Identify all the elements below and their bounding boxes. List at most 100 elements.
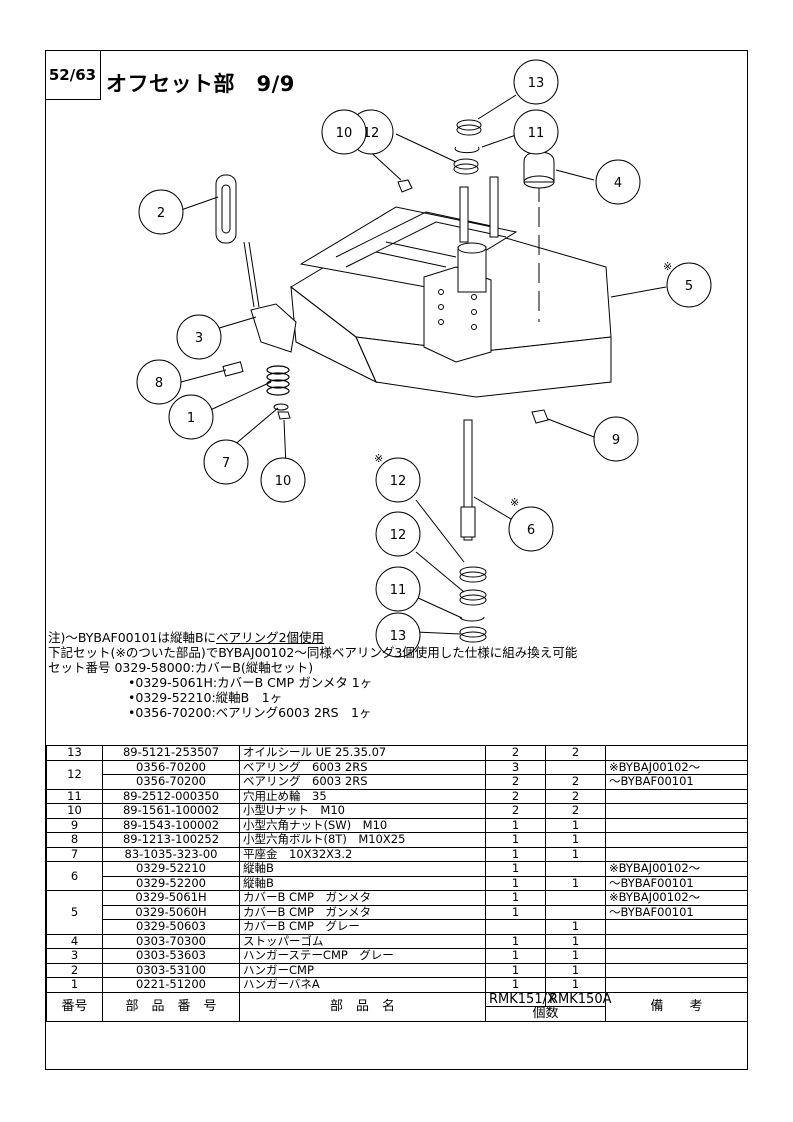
table-cell <box>545 904 606 920</box>
table-cell: ※BYBAJ00102～ <box>605 890 748 906</box>
callout-9: 9 <box>593 416 639 462</box>
table-cell <box>605 948 748 964</box>
svg-text:11: 11 <box>390 583 407 598</box>
star-mark-6: ※ <box>510 496 519 509</box>
table-cell: 縦軸B <box>239 861 486 877</box>
note-line-1: 注)～BYBAF00101は縦軸Bにベアリング2個使用 <box>48 630 325 645</box>
table-cell: 1 <box>485 817 546 833</box>
table-cell: 0221-51200 <box>102 977 240 993</box>
svg-text:2: 2 <box>157 206 165 221</box>
svg-text:13: 13 <box>390 629 407 644</box>
table-header-row: 個数 <box>47 1006 748 1022</box>
table-cell: 1 <box>545 948 606 964</box>
table-cell <box>605 832 748 848</box>
table-cell: 0329-52200 <box>102 875 240 891</box>
table-cell <box>605 962 748 978</box>
table-row: 5 0329-5061H カバーB CMP ガンメタ 1 ※BYBAJ00102… <box>46 890 748 935</box>
table-cell: 小型六角ナット(SW) M10 <box>239 817 486 833</box>
table-cell: 9 <box>46 817 103 833</box>
table-cell <box>605 788 748 804</box>
note-line-3: セット番号 0329-58000:カバーB(縦軸セット) <box>48 660 314 675</box>
table-cell: 小型Uナット M10 <box>239 803 486 819</box>
svg-text:11: 11 <box>528 126 545 141</box>
exploded-parts-diagram: 13 11 12 10 4 2 5 3 8 1 9 7 10 12 6 12 1… <box>136 59 712 658</box>
table-cell <box>545 759 606 775</box>
table-cell <box>605 803 748 819</box>
table-cell: 1 <box>485 962 546 978</box>
callout-13a: 13 <box>513 59 559 105</box>
callout-12c: 12 <box>375 511 421 557</box>
table-cell: 1 <box>485 948 546 964</box>
svg-text:12: 12 <box>363 126 380 141</box>
table-cell: 1 <box>545 846 606 862</box>
header-no: 番号 <box>46 991 103 1022</box>
hanger-link <box>215 174 237 244</box>
table-cell: 平座金 10X32X3.2 <box>239 846 486 862</box>
svg-text:7: 7 <box>222 456 230 471</box>
table-cell: 6 <box>46 861 103 891</box>
table-cell: 12 <box>46 759 103 790</box>
callout-6: 6 <box>508 506 554 552</box>
table-cell: 1 <box>485 832 546 848</box>
note-set-item: •0329-5061H:カバーB CMP ガンメタ 1ヶ <box>128 675 373 690</box>
page-number: 52/63 <box>45 50 101 100</box>
table-cell: 1 <box>545 832 606 848</box>
table-row: 9 89-1543-100002 小型六角ナット(SW) M10 1 1 <box>46 817 748 833</box>
table-cell: 1 <box>485 846 546 862</box>
svg-text:8: 8 <box>155 376 163 391</box>
table-cell <box>605 977 748 993</box>
table-cell: ベアリング 6003 2RS <box>239 774 486 790</box>
table-cell: ～BYBAF00101 <box>605 774 748 790</box>
table-cell: オイルシール UE 25.35.07 <box>239 745 486 761</box>
svg-text:10: 10 <box>275 474 292 489</box>
table-cell: 2 <box>545 788 606 804</box>
table-cell: 1 <box>485 890 546 906</box>
svg-text:12: 12 <box>390 528 407 543</box>
table-cell: 1 <box>545 919 606 935</box>
table-cell: 89-1561-100002 <box>102 803 240 819</box>
table-cell: 7 <box>46 846 103 862</box>
header-model-a: RMK151/X <box>485 991 556 1007</box>
table-cell <box>605 933 748 949</box>
svg-text:5: 5 <box>685 279 693 294</box>
table-cell: 0329-5060H <box>102 904 240 920</box>
table-cell <box>605 846 748 862</box>
table-cell: 0329-50603 <box>102 919 240 935</box>
svg-text:6: 6 <box>527 523 535 538</box>
callout-7: 7 <box>203 439 249 485</box>
svg-text:12: 12 <box>390 474 407 489</box>
table-cell: 1 <box>545 933 606 949</box>
table-row: 13 89-5121-253507 オイルシール UE 25.35.07 2 2 <box>46 745 748 761</box>
table-cell <box>605 919 748 935</box>
svg-text:3: 3 <box>195 331 203 346</box>
callout-11a: 11 <box>513 109 559 155</box>
table-cell: 1 <box>46 977 103 993</box>
header-part-number: 部 品 番 号 <box>102 991 240 1022</box>
table-row: 0329-50603 カバーB CMP グレー 1 <box>47 919 748 935</box>
table-cell: 3 <box>46 948 103 964</box>
table-cell: 小型六角ボルト(8T) M10X25 <box>239 832 486 848</box>
table-cell: 11 <box>46 788 103 804</box>
callout-3: 3 <box>176 314 222 360</box>
header-model-b: RMK150A <box>545 991 611 1007</box>
table-cell: 縦軸B <box>239 875 486 891</box>
star-mark-5: ※ <box>663 260 672 273</box>
svg-text:9: 9 <box>612 433 620 448</box>
table-cell: 1 <box>485 904 546 920</box>
callout-1: 1 <box>168 394 214 440</box>
table-cell <box>545 861 606 877</box>
table-row: 6 0329-52210 縦軸B 1 ※BYBAJ00102～ <box>46 861 748 891</box>
table-cell: 83-1035-323-00 <box>102 846 240 862</box>
table-cell: 1 <box>485 861 546 877</box>
table-cell: 10 <box>46 803 103 819</box>
table-cell: ハンガーステーCMP グレー <box>239 948 486 964</box>
note-line-2: 下記セット(※のついた部品)でBYBAJ00102～同様ベアリング3個使用した仕… <box>48 645 578 660</box>
table-cell <box>545 890 606 906</box>
table-cell: ストッパーゴム <box>239 933 486 949</box>
parts-table: 13 89-5121-253507 オイルシール UE 25.35.07 2 2… <box>46 745 748 1022</box>
table-row: 0329-5060H カバーB CMP ガンメタ 1 ～BYBAF00101 <box>47 904 748 920</box>
table-cell: 2 <box>46 962 103 978</box>
table-row: 1 0221-51200 ハンガーバネA 1 1 <box>46 977 748 993</box>
table-cell: 89-2512-000350 <box>102 788 240 804</box>
note-set-item: •0329-52210:縦軸B 1ヶ <box>128 690 283 705</box>
